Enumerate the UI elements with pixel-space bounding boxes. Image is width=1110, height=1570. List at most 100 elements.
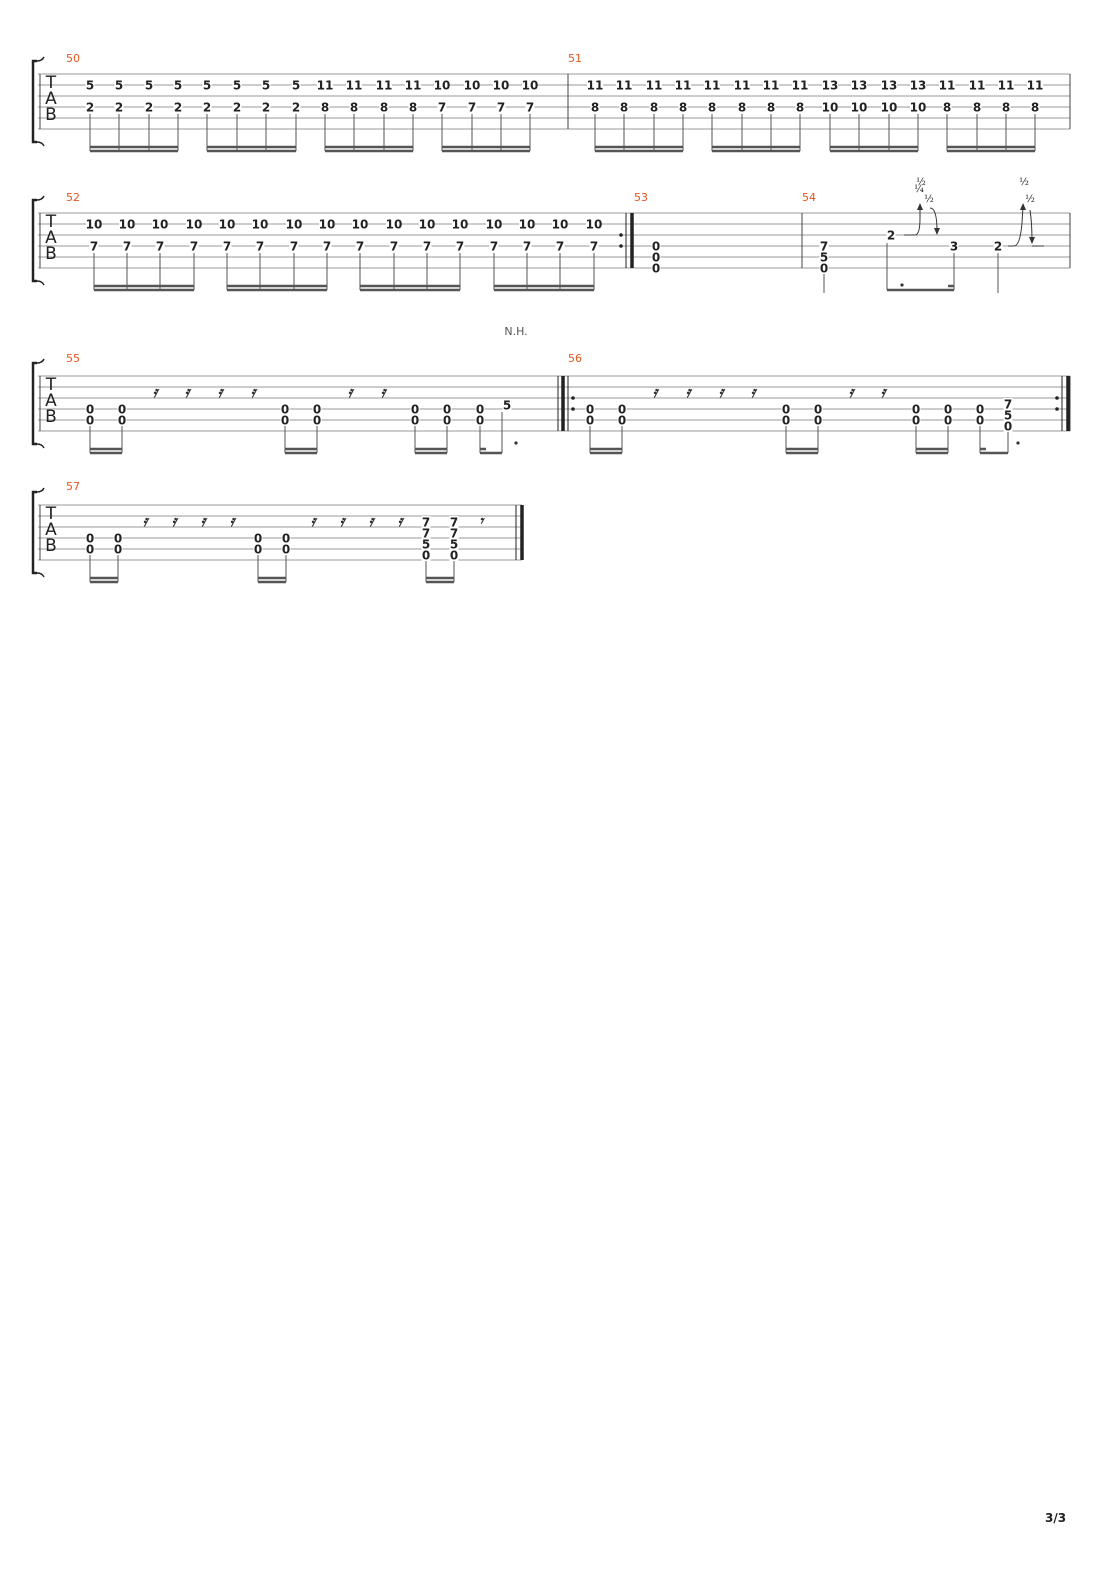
fret-number: 11 (998, 79, 1015, 93)
fret-number: 0 (912, 403, 920, 417)
fret-background (119, 218, 135, 230)
fret-number: 11 (792, 79, 809, 93)
bracket-hook (36, 487, 45, 493)
fret-number: 10 (252, 218, 269, 232)
fret-number: 7 (123, 240, 131, 254)
fret-number: 8 (679, 101, 687, 115)
fret-background (939, 79, 955, 91)
fret-background (617, 414, 627, 426)
fret-number: 0 (944, 414, 952, 428)
fret-number: 7 (456, 240, 464, 254)
repeat-dot (619, 233, 623, 237)
fret-background (85, 414, 95, 426)
fret-background (173, 101, 183, 113)
release-arrow (934, 228, 940, 235)
fret-number: 0 (652, 240, 660, 254)
fret-number: 11 (1027, 79, 1044, 93)
fret-background (85, 101, 95, 113)
fret-number: 11 (969, 79, 986, 93)
fret-background (969, 79, 985, 91)
fret-background (522, 79, 538, 91)
fret-background (352, 218, 368, 230)
fret-background (781, 414, 791, 426)
fret-number: 8 (321, 101, 329, 115)
fret-background (975, 414, 985, 426)
fret-number: 10 (352, 218, 369, 232)
tab-clef-b: B (45, 407, 57, 427)
fret-number: 0 (313, 403, 321, 417)
measure-number: 56 (568, 352, 582, 365)
fret-background (943, 403, 953, 415)
fret-background (616, 79, 632, 91)
fret-number: 11 (704, 79, 721, 93)
fret-background (219, 218, 235, 230)
fret-number: 10 (86, 218, 103, 232)
fret-background (319, 218, 335, 230)
fret-background (253, 543, 263, 555)
fret-number: 0 (118, 414, 126, 428)
fret-number: 7 (523, 240, 531, 254)
fret-number: 11 (587, 79, 604, 93)
fret-background (449, 549, 459, 561)
fret-background (261, 79, 271, 91)
fret-number: 0 (912, 414, 920, 428)
fret-background (113, 543, 123, 555)
fret-number: 0 (114, 532, 122, 546)
fret-background (707, 101, 717, 113)
fret-background (998, 79, 1014, 91)
tab-clef-t: T (45, 212, 57, 232)
fret-number: 7 (156, 240, 164, 254)
fret-number: 8 (1002, 101, 1010, 115)
fret-background (286, 218, 302, 230)
fret-number: 2 (145, 101, 153, 115)
fret-number: 7 (390, 240, 398, 254)
fret-background (822, 101, 838, 113)
fret-number: 3 (950, 240, 958, 254)
fret-number: 7 (90, 240, 98, 254)
fret-background (587, 79, 603, 91)
fret-background (819, 251, 829, 263)
fret-background (555, 240, 565, 252)
fret-number: 11 (734, 79, 751, 93)
fret-number: 10 (493, 79, 510, 93)
fret-background (704, 79, 720, 91)
fret-number: 11 (616, 79, 633, 93)
fret-background (419, 218, 435, 230)
fret-background (386, 218, 402, 230)
fret-number: 8 (767, 101, 775, 115)
fret-number: 8 (973, 101, 981, 115)
fret-background (813, 403, 823, 415)
fret-number: 11 (376, 79, 393, 93)
page-number: 3/3 (1045, 1511, 1066, 1525)
fret-number: 11 (763, 79, 780, 93)
fret-background (972, 101, 982, 113)
sixteenth-rest: 𝄿 (719, 383, 726, 401)
measure-number: 51 (568, 52, 582, 65)
fret-background (1003, 420, 1013, 432)
fret-background (410, 403, 420, 415)
fret-number: 0 (476, 403, 484, 417)
fret-background (737, 101, 747, 113)
tab-clef-b: B (45, 244, 57, 264)
sixteenth-rest: 𝄿 (153, 383, 160, 401)
system-bracket (31, 198, 37, 283)
bracket-hook (36, 572, 45, 578)
fret-background (489, 240, 499, 252)
fret-background (781, 403, 791, 415)
fret-background (851, 79, 867, 91)
bend-curve (1008, 205, 1024, 247)
fret-background (1027, 79, 1043, 91)
fret-number: 7 (356, 240, 364, 254)
fret-background (522, 240, 532, 252)
fret-number: 2 (174, 101, 182, 115)
fret-number: 7 (1004, 398, 1012, 412)
fret-number: 0 (652, 262, 660, 276)
sixteenth-rest: 𝄿 (348, 383, 355, 401)
fret-number: 7 (423, 240, 431, 254)
fret-background (113, 532, 123, 544)
measure-number: 54 (802, 191, 816, 204)
repeat-dot (1055, 407, 1059, 411)
fret-background (202, 101, 212, 113)
fret-number: 0 (814, 403, 822, 417)
fret-background (202, 79, 212, 91)
